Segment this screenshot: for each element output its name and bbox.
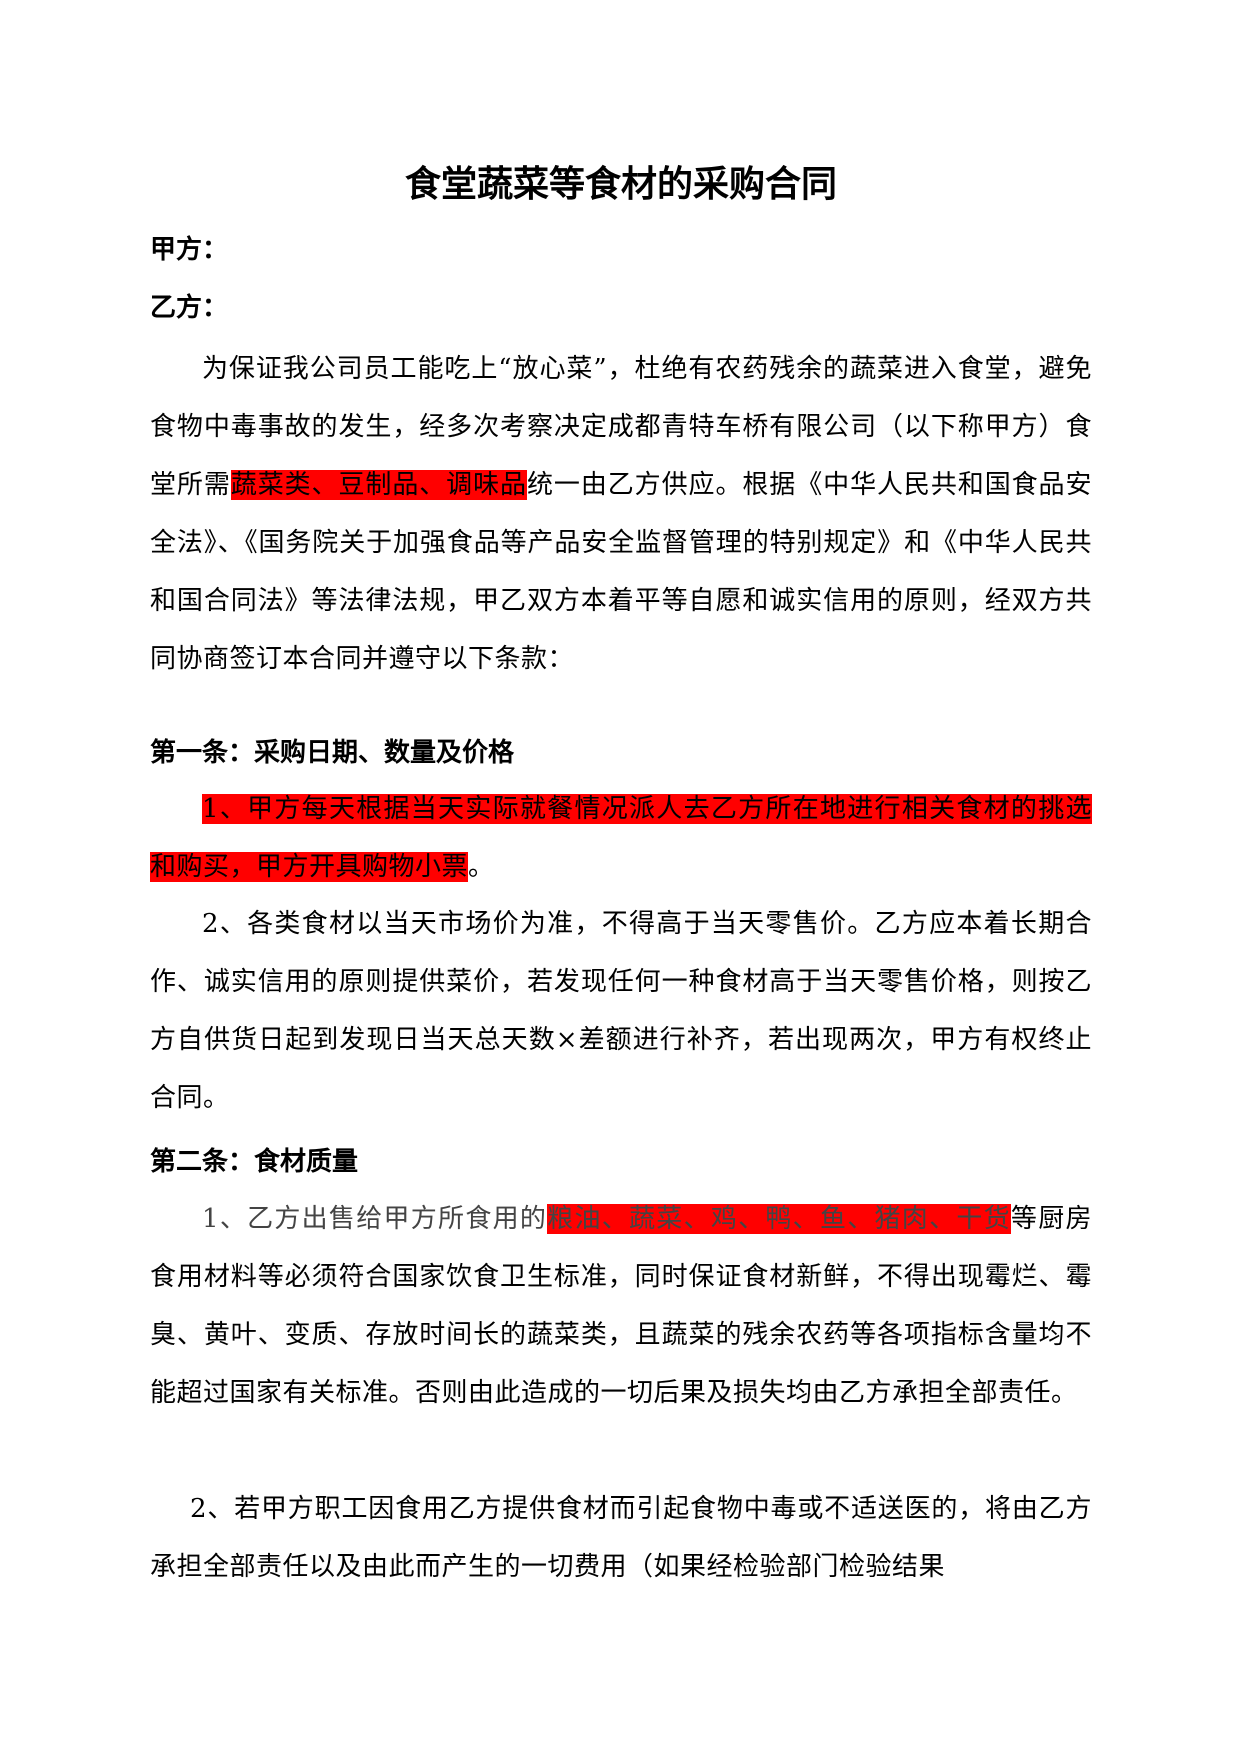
intro-text-1: 为保证我公司员工能吃上“放心菜”，杜绝有农药残余的蔬菜进入食堂，避免食物中毒事故…: [150, 354, 1092, 500]
intro-text-2: 统一由乙方供应。根据《中华人民共和国食品安全法》、《国务院关于加强食品等产品安全…: [150, 470, 1092, 674]
article-2-item-1-text-1: 1、乙方出售给甲方所食用的: [202, 1204, 548, 1234]
document-title: 食堂蔬菜等食材的采购合同: [404, 164, 837, 205]
intro-highlight: 蔬菜类、豆制品、调味品: [230, 470, 527, 500]
article-2-item-1: 1、乙方出售给甲方所食用的粮油、蔬菜、鸡、鸭、鱼、猪肉、干货等厨房食用材料等必须…: [150, 1190, 1092, 1422]
party-a-label: 甲方：: [150, 235, 229, 265]
article-1-item-1-end: 。: [468, 852, 495, 882]
article-1-item-2: 2、各类食材以当天市场价为准，不得高于当天零售价。乙方应本着长期合作、诚实信用的…: [150, 909, 1092, 1113]
article-2-item-1-highlight: 粮油、蔬菜、鸡、鸭、鱼、猪肉、干货: [547, 1204, 1011, 1234]
article-1-item-1-highlight: 1、甲方每天根据当天实际就餐情况派人去乙方所在地进行相关食材的挑选和购买，甲方开…: [150, 794, 1092, 882]
article-2-item-1-text-2: 等厨房食用材料等必须符合国家饮食卫生标准，同时保证食材新鲜，不得出现霉烂、霉臭、…: [150, 1204, 1092, 1408]
article-2-item-2: 2、若甲方职工因食用乙方提供食材而引起食物中毒或不适送医的，将由乙方承担全部责任…: [150, 1494, 1092, 1582]
article-1-item-1: 1、甲方每天根据当天实际就餐情况派人去乙方所在地进行相关食材的挑选和购买，甲方开…: [150, 780, 1092, 896]
party-b-label: 乙方：: [150, 293, 229, 323]
document-page: 食堂蔬菜等食材的采购合同 甲方： 乙方： 为保证我公司员工能吃上“放心菜”，杜绝…: [150, 0, 1092, 1754]
article-2-heading: 第二条：食材质量: [150, 1147, 359, 1177]
article-1-heading: 第一条：采购日期、数量及价格: [150, 738, 515, 768]
intro-paragraph: 为保证我公司员工能吃上“放心菜”，杜绝有农药残余的蔬菜进入食堂，避免食物中毒事故…: [150, 340, 1092, 688]
